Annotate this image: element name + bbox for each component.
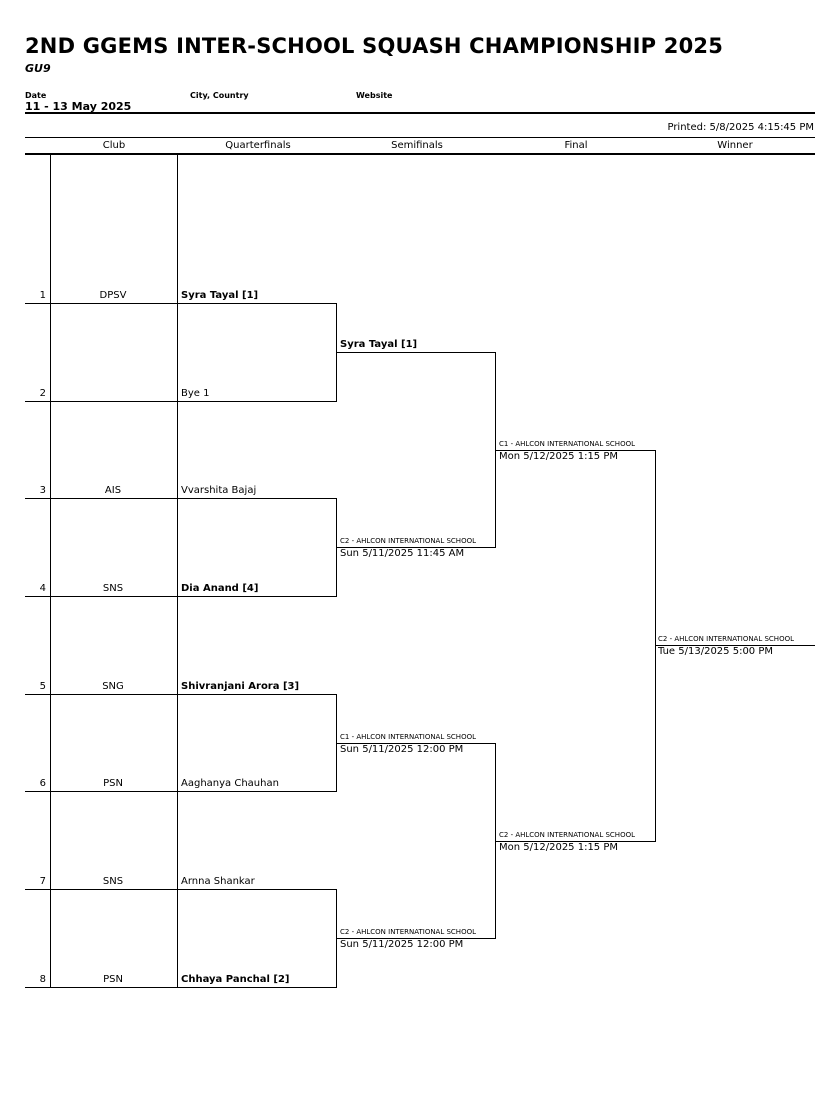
printed-divider	[25, 137, 815, 138]
sf-player: Syra Tayal [1]	[340, 339, 418, 350]
seed-number: 2	[39, 388, 46, 399]
qf-player: Arnna Shankar	[181, 876, 255, 887]
club-name: SNS	[102, 583, 124, 594]
qf-player: Shivranjani Arora [3]	[181, 681, 300, 692]
sf-time: Sun 5/11/2025 12:00 PM	[340, 744, 464, 755]
seed-number: 7	[39, 876, 46, 887]
printed-timestamp: Printed: 5/8/2025 4:15:45 PM	[667, 122, 814, 133]
winner-court: C2 - AHLCON INTERNATIONAL SCHOOL	[658, 635, 794, 643]
seed-number: 8	[39, 974, 46, 985]
column-header-club: Club	[102, 140, 126, 151]
sf-court: C2 - AHLCON INTERNATIONAL SCHOOL	[340, 928, 476, 936]
column-header-winner: Winner	[717, 140, 753, 151]
seed-number: 6	[39, 778, 46, 789]
seed-number: 5	[39, 681, 46, 692]
club-name: PSN	[103, 974, 123, 985]
seed-number: 4	[39, 583, 46, 594]
qf-player: Aaghanya Chauhan	[181, 778, 279, 789]
city-label: City, Country	[190, 91, 249, 100]
qf-player: Vvarshita Bajaj	[181, 485, 257, 496]
club-name: SNS	[102, 876, 124, 887]
final-time: Mon 5/12/2025 1:15 PM	[499, 842, 619, 853]
sf-court: C1 - AHLCON INTERNATIONAL SCHOOL	[340, 733, 476, 741]
club-name: AIS	[104, 485, 122, 496]
column-header-final: Final	[564, 140, 588, 151]
date-value: 11 - 13 May 2025	[25, 100, 132, 113]
qf-player: Syra Tayal [1]	[181, 290, 259, 301]
event-subtitle: GU9	[25, 62, 51, 75]
header-divider	[25, 112, 815, 114]
club-name: SNG	[102, 681, 124, 692]
website-label: Website	[356, 91, 393, 100]
seed-number: 3	[39, 485, 46, 496]
final-court: C1 - AHLCON INTERNATIONAL SCHOOL	[499, 440, 635, 448]
winner-time: Tue 5/13/2025 5:00 PM	[658, 646, 774, 657]
seed-number: 1	[39, 290, 46, 301]
final-court: C2 - AHLCON INTERNATIONAL SCHOOL	[499, 831, 635, 839]
sf-time: Sun 5/11/2025 12:00 PM	[340, 939, 464, 950]
club-name: PSN	[103, 778, 123, 789]
column-header-divider	[25, 153, 815, 155]
sf-time: Sun 5/11/2025 11:45 AM	[340, 548, 465, 559]
column-header-semifinals: Semifinals	[391, 140, 443, 151]
qf-player: Bye 1	[181, 388, 210, 399]
column-header-quarterfinals: Quarterfinals	[225, 140, 291, 151]
date-label: Date	[25, 91, 47, 100]
club-name: DPSV	[99, 290, 127, 301]
qf-player: Chhaya Panchal [2]	[181, 974, 290, 985]
sf-court: C2 - AHLCON INTERNATIONAL SCHOOL	[340, 537, 476, 545]
final-time: Mon 5/12/2025 1:15 PM	[499, 451, 619, 462]
qf-player: Dia Anand [4]	[181, 583, 259, 594]
page-title: 2ND GGEMS INTER-SCHOOL SQUASH CHAMPIONSH…	[25, 34, 724, 58]
